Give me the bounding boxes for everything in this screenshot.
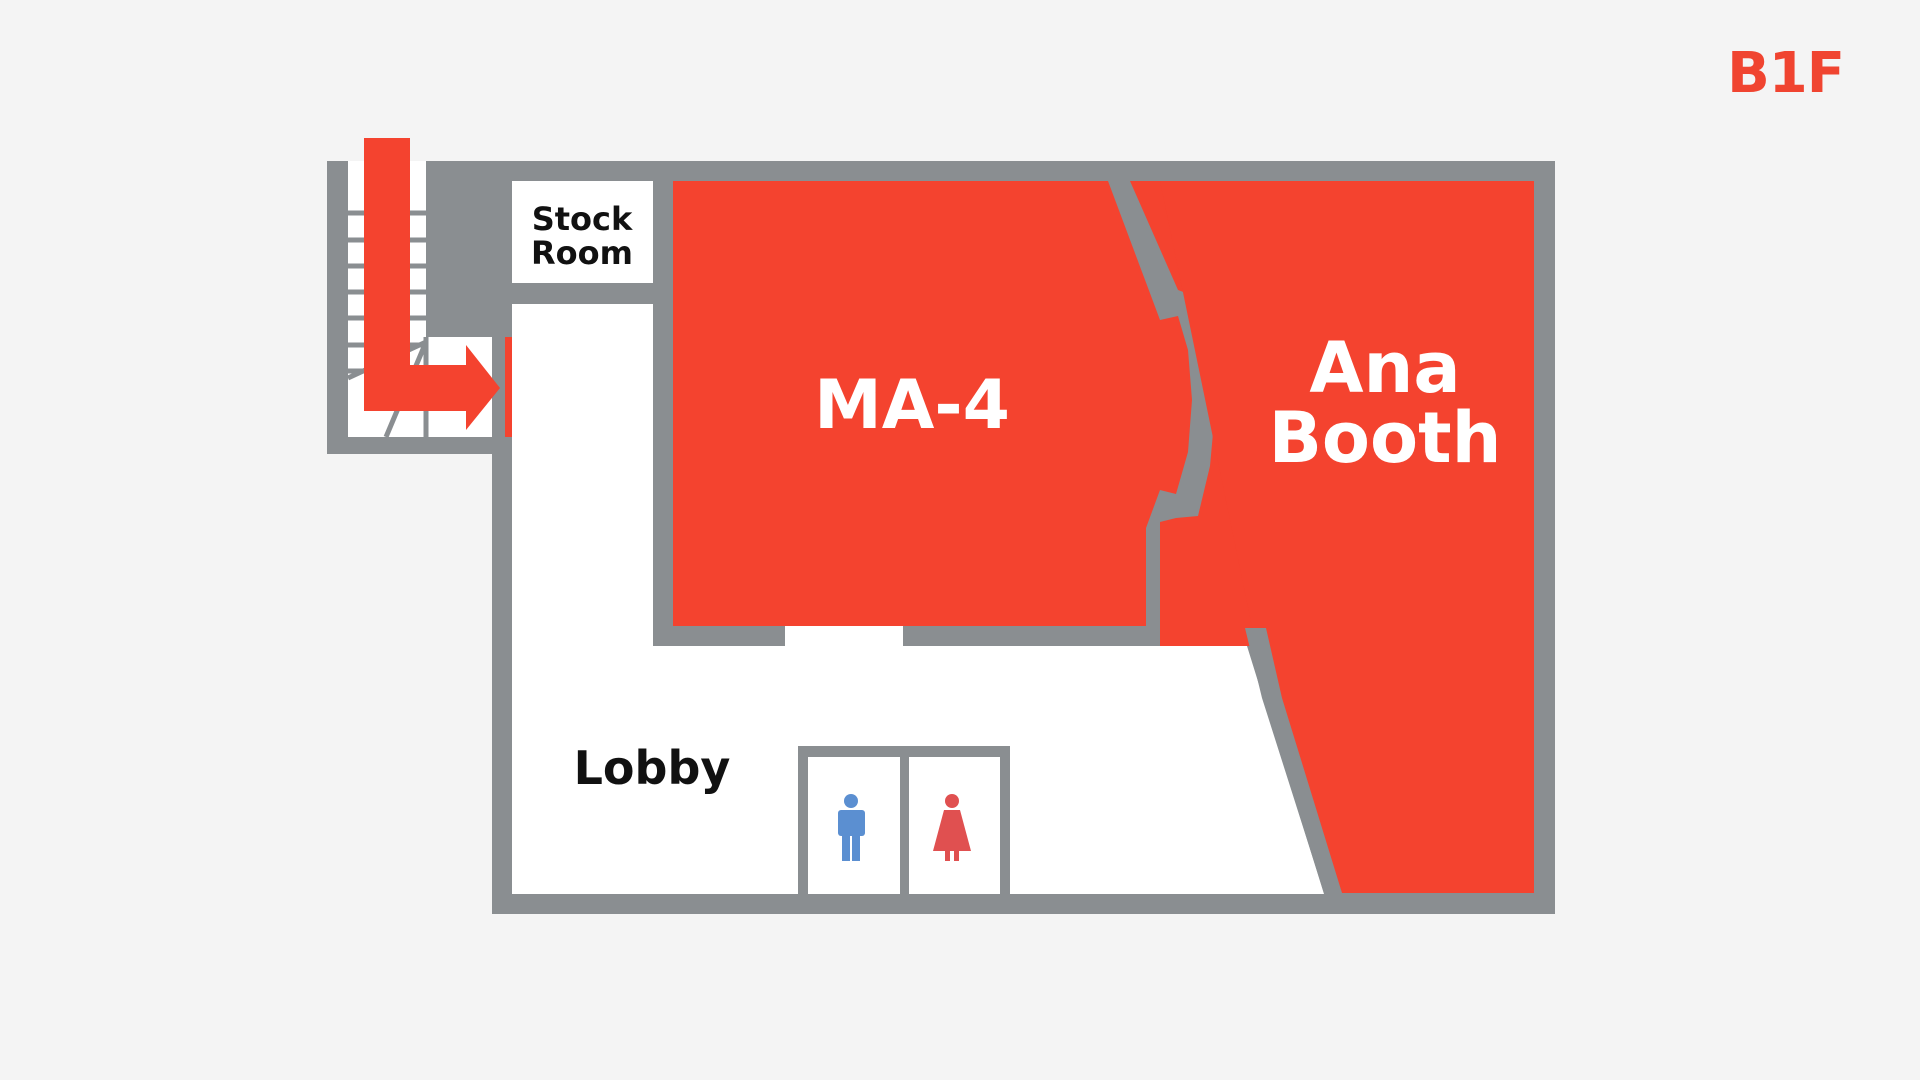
lobby-floor xyxy=(512,304,1324,894)
lobby-label: Lobby xyxy=(574,741,731,795)
man-icon xyxy=(838,794,865,861)
ana-booth-label-line2: Booth xyxy=(1269,397,1502,479)
ma4-room[interactable]: MA-4 xyxy=(673,181,1192,626)
ana-booth-room[interactable]: Ana Booth xyxy=(1130,181,1534,893)
stock-room-label-line2: Room xyxy=(531,234,633,272)
entrance-arrow-icon xyxy=(364,138,500,430)
floor-label: B1F xyxy=(1727,41,1845,106)
ana-booth-label-line1: Ana xyxy=(1309,327,1460,409)
entrance-door[interactable] xyxy=(505,337,512,437)
mens-restroom[interactable] xyxy=(838,794,865,861)
womens-restroom[interactable] xyxy=(933,794,971,861)
ana-booth-slanted-wall xyxy=(1245,628,1342,893)
ma4-doorway[interactable] xyxy=(785,626,903,648)
restroom-block xyxy=(798,746,1010,894)
stock-room-label-line1: Stock xyxy=(532,200,633,238)
woman-icon xyxy=(933,794,971,861)
ma4-label: MA-4 xyxy=(814,366,1010,445)
stock-room[interactable]: Stock Room xyxy=(512,181,653,283)
